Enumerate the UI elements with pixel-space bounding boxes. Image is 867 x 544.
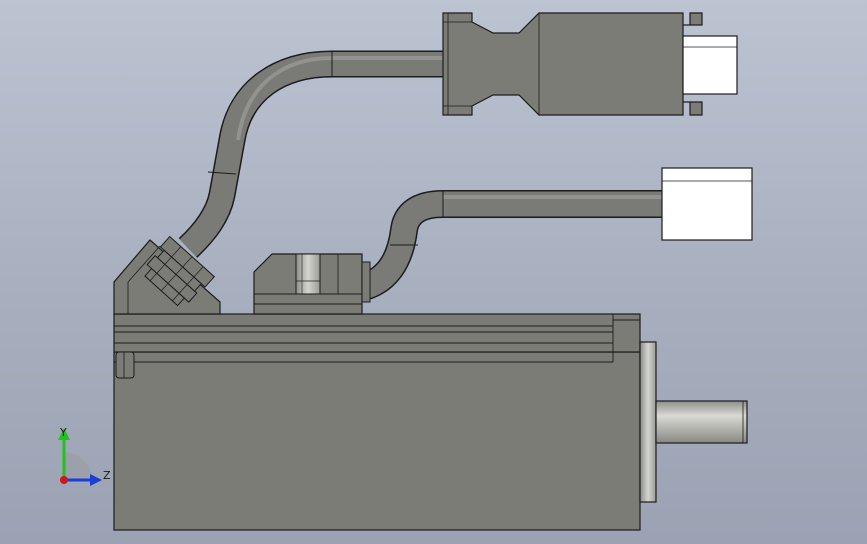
power-connector-face xyxy=(682,35,738,95)
motor-output-shaft[interactable] xyxy=(655,400,748,444)
encoder-cable[interactable] xyxy=(356,190,662,302)
motor-body[interactable] xyxy=(113,239,641,531)
z-axis-label: Z xyxy=(103,469,111,482)
y-axis-arrow xyxy=(58,428,70,440)
power-cable[interactable] xyxy=(178,50,443,258)
y-axis-label: Y xyxy=(59,426,67,439)
z-axis-arrow xyxy=(90,474,102,486)
power-cable-gland[interactable] xyxy=(139,235,216,311)
encoder-connector-face xyxy=(661,167,753,241)
coordinate-triad: Y Z xyxy=(58,426,111,486)
encoder-connector-plug[interactable] xyxy=(661,167,753,241)
motor-front-flange[interactable] xyxy=(639,341,657,503)
encoder-connector-block[interactable] xyxy=(253,253,371,315)
power-connector-plug[interactable] xyxy=(442,12,738,116)
x-axis-dot xyxy=(60,476,68,484)
